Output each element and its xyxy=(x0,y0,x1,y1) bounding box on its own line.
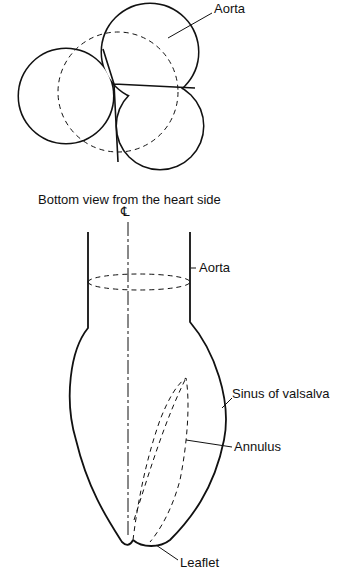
part-label: Sinus of valsalva xyxy=(232,387,330,401)
bottom-view xyxy=(19,4,212,169)
view-caption: Bottom view from the heart side xyxy=(38,193,221,207)
centerline-symbol: ℄ xyxy=(121,205,129,219)
part-label: Aorta xyxy=(199,261,230,275)
part-label: Leaflet xyxy=(180,556,219,570)
part-label: Annulus xyxy=(234,440,281,454)
part-label: Aorta xyxy=(214,2,245,16)
side-view xyxy=(70,222,232,560)
